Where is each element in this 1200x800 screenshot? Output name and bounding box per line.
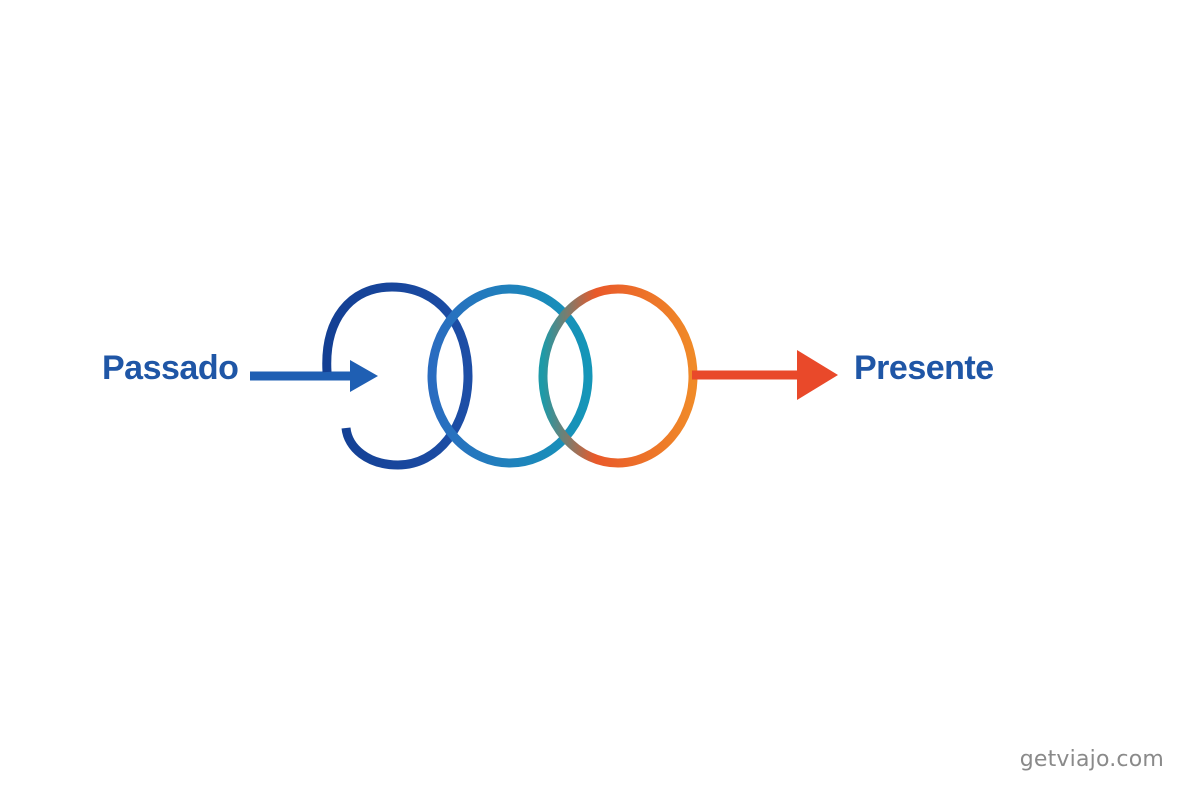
start-arrow-icon — [250, 360, 378, 392]
end-arrow-icon — [692, 350, 838, 400]
watermark-text: getviajo.com — [1019, 747, 1164, 772]
label-passado: Passado — [102, 349, 239, 387]
loop-ring-1 — [322, 282, 473, 470]
loop-ring-2 — [427, 284, 593, 468]
label-presente: Presente — [854, 349, 994, 387]
loop-ring-3 — [538, 284, 698, 468]
